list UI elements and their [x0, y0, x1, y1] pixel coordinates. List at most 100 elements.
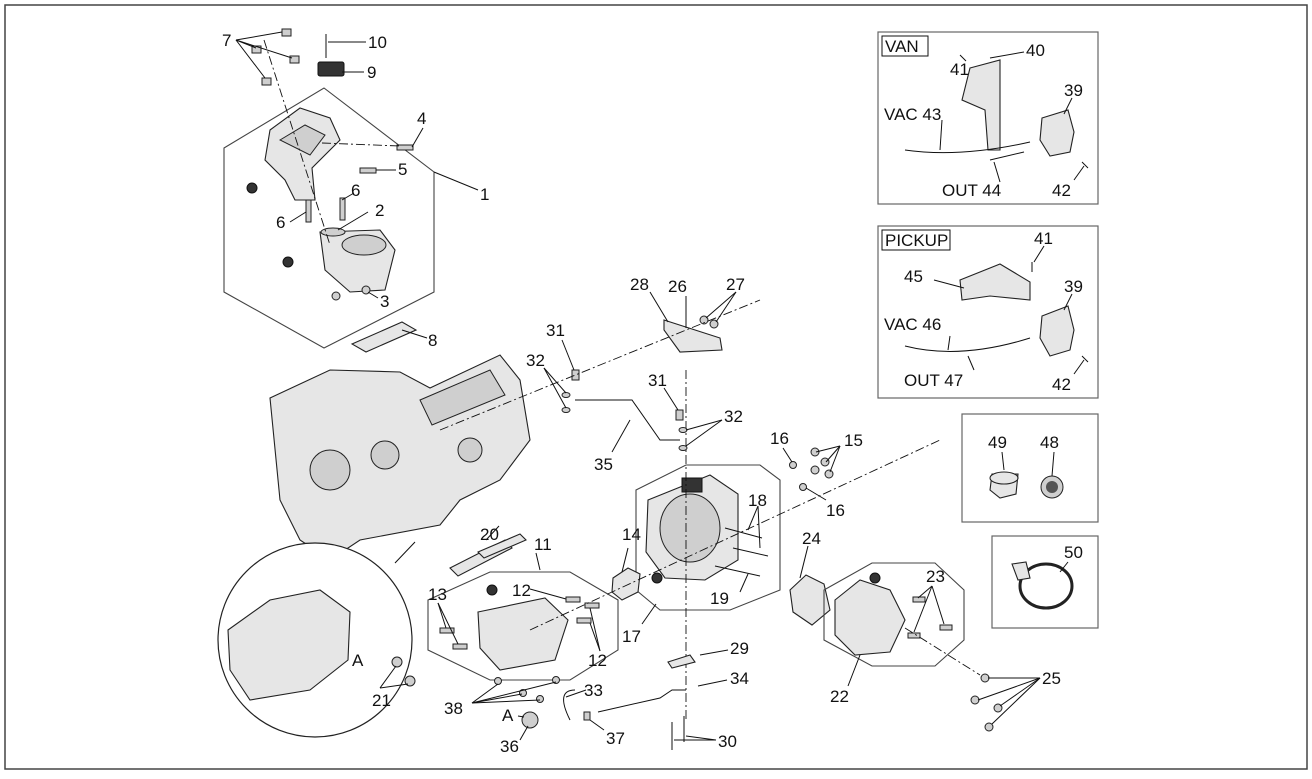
leader-49 [1001, 451, 1005, 471]
stud-6-part [305, 199, 312, 223]
fittings-15-16 [789, 447, 834, 491]
assembly-axis [321, 142, 401, 147]
leader-33 [565, 689, 587, 698]
callout-16: 16 [826, 501, 845, 520]
stud-13-part [439, 627, 455, 634]
leader-7 [235, 39, 266, 79]
pickup-header-box [881, 229, 951, 251]
stud-23-part [907, 632, 921, 639]
leader-41 [1033, 245, 1045, 263]
group-1-outline [223, 87, 435, 349]
nut-25-part [970, 695, 980, 705]
group-11-outline [427, 571, 619, 681]
callout-26: 26 [668, 277, 687, 296]
leader-15 [829, 445, 841, 473]
callout-out-44: OUT 44 [942, 181, 1001, 200]
van-header: VAN [885, 37, 919, 56]
leader-32 [685, 419, 723, 431]
bolt-41-part [959, 54, 967, 62]
leader-25 [991, 677, 1041, 725]
callout-45: 45 [904, 267, 923, 286]
callout-32: 32 [526, 351, 545, 370]
leader-39 [1063, 293, 1073, 311]
van-header-box [881, 35, 929, 57]
callout-10: 10 [368, 33, 387, 52]
leader-13 [437, 602, 447, 629]
stud-5-part [359, 167, 377, 174]
stud-18-part [732, 547, 769, 557]
timing-cover-boss [370, 440, 400, 470]
leader-42 [1073, 165, 1085, 181]
callout-27: 27 [726, 275, 745, 294]
bolt-31-part [571, 369, 580, 381]
upper-manifold-port [278, 124, 326, 156]
callout-41: 41 [950, 60, 969, 79]
leader-23 [931, 585, 945, 625]
leader-28 [649, 291, 669, 323]
inset-50: 50 [991, 535, 1099, 629]
cap-7-part [281, 28, 292, 37]
detail-part [227, 589, 351, 701]
callout-12: 12 [512, 581, 531, 600]
leader-19 [739, 573, 749, 593]
intake-upper-assembly [223, 28, 435, 353]
leader-32 [543, 367, 567, 409]
leader-46 [947, 335, 951, 351]
intake-elbow-flange [341, 234, 387, 256]
solenoid-39-part [1039, 109, 1075, 157]
leader-20 [485, 525, 500, 541]
clamp-50-part [1018, 562, 1074, 610]
leader-37 [589, 719, 605, 731]
leader-21 [379, 665, 397, 689]
callout-out-47: OUT 47 [904, 371, 963, 390]
detail-leader [394, 541, 416, 564]
callout-37: 37 [606, 729, 625, 748]
leader-1 [433, 171, 479, 191]
throttle-body-assembly [529, 370, 941, 720]
leader-8 [401, 329, 428, 339]
stud-4-part [396, 144, 414, 151]
hose-43-part [904, 141, 1031, 154]
callout-19: 19 [710, 589, 729, 608]
throttle-bore [659, 493, 721, 563]
cap-7-part [261, 77, 272, 86]
callout-39: 39 [1064, 81, 1083, 100]
inset-48-49-box [961, 413, 1099, 523]
leader-25 [977, 677, 1041, 701]
fitting-36-part [521, 711, 539, 729]
adapter-assembly [789, 562, 1003, 732]
valve-cover-part [419, 369, 506, 426]
leader-38 [471, 699, 541, 704]
plug-49-head [989, 471, 1019, 485]
callout-21: 21 [372, 691, 391, 710]
callout-13: 13 [428, 585, 447, 604]
washer-32-part [678, 427, 688, 433]
group-17-outline [635, 464, 781, 611]
clamp-37-part [583, 711, 591, 721]
callout-40: 40 [1026, 41, 1045, 60]
leader-25 [999, 677, 1041, 707]
callout-42: 42 [1052, 375, 1071, 394]
nut-38-part [519, 689, 527, 697]
nut-15-part [824, 469, 834, 479]
leader-38 [471, 683, 499, 704]
callout-36: 36 [500, 737, 519, 756]
callout-31: 31 [546, 321, 565, 340]
callout-16: 16 [770, 429, 789, 448]
inset-50-box [991, 535, 1099, 629]
leader-16 [805, 487, 827, 501]
nut-3-part [331, 291, 341, 301]
leader-32 [543, 367, 567, 394]
stud-12-part [565, 596, 581, 603]
leader-38 [471, 681, 557, 704]
nut-15-part [810, 465, 820, 475]
callout-9: 9 [367, 63, 376, 82]
stud-23-part [939, 624, 953, 631]
leader-17 [641, 603, 657, 625]
nut-38-part [494, 677, 502, 685]
callout-11: 11 [534, 535, 552, 554]
callout-50: 50 [1064, 543, 1083, 562]
washer-32-part [561, 407, 571, 413]
leader-18 [757, 505, 761, 549]
